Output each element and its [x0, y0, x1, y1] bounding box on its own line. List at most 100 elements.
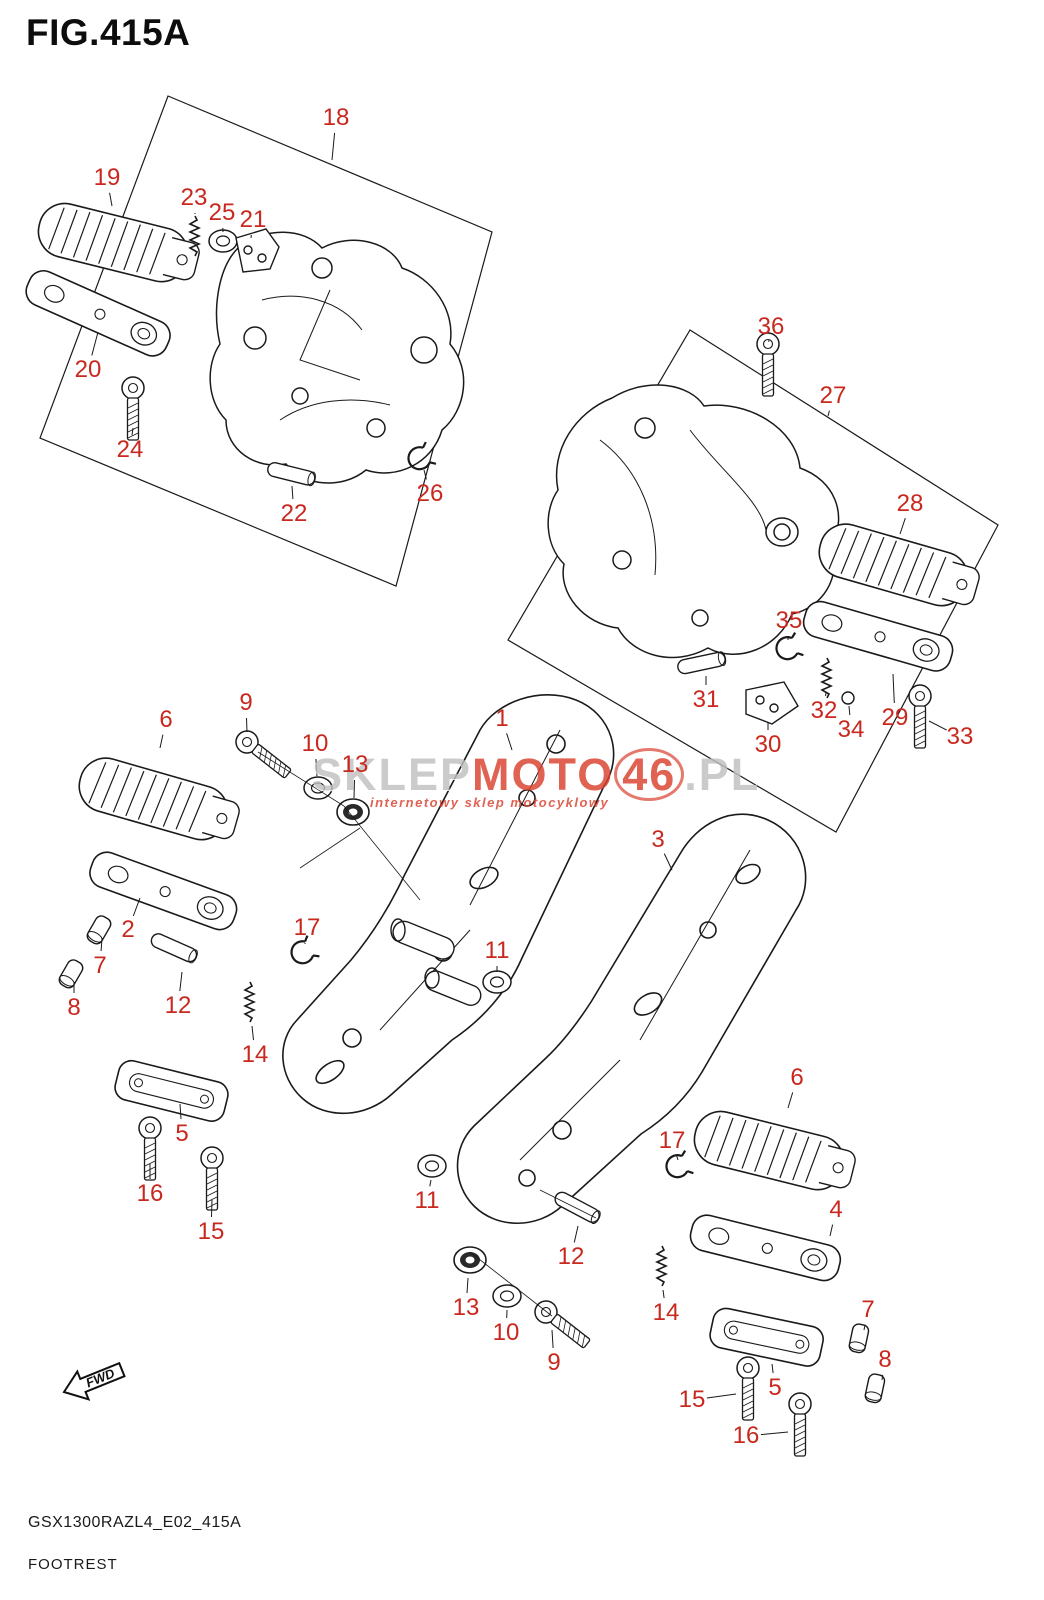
part-label-17: 17	[658, 1127, 686, 1154]
construction-lines	[257, 751, 597, 1317]
part-label-13: 13	[341, 751, 369, 778]
leader-line	[291, 485, 294, 500]
leader-line	[899, 518, 906, 535]
part-label-8: 8	[67, 994, 81, 1021]
part-18-bracket	[209, 231, 465, 484]
part-9-bolt	[230, 725, 296, 784]
part-label-12: 12	[164, 992, 192, 1019]
part-6-footpeg	[72, 751, 245, 850]
part-label-10: 10	[492, 1319, 520, 1346]
leader-line	[787, 1092, 794, 1109]
leader-line	[573, 1225, 579, 1243]
part-7-cushion	[847, 1322, 871, 1355]
part-13-bushing	[453, 1246, 487, 1274]
part-label-7: 7	[93, 952, 107, 979]
leader-line	[506, 733, 513, 751]
part-label-5: 5	[175, 1120, 189, 1147]
part-label-34: 34	[837, 716, 865, 743]
part-label-13: 13	[452, 1294, 480, 1321]
part-16-bolt	[788, 1392, 812, 1457]
part-label-18: 18	[322, 104, 350, 131]
part-15-bolt	[736, 1356, 760, 1421]
part-label-31: 31	[692, 686, 720, 713]
leader-line	[100, 937, 103, 952]
part-label-1: 1	[495, 705, 509, 732]
leader-line	[663, 853, 673, 871]
leader-line	[246, 717, 248, 733]
part-8-cushion	[56, 957, 86, 991]
part-label-11: 11	[484, 937, 510, 964]
part-label-35: 35	[775, 607, 803, 634]
part-label-17: 17	[293, 914, 321, 941]
leader-line	[829, 1224, 834, 1237]
part-29-footrest-bar	[799, 597, 957, 676]
part-label-15: 15	[197, 1218, 225, 1245]
part-label-16: 16	[732, 1422, 760, 1449]
part-label-19: 19	[93, 164, 121, 191]
leader-line	[132, 897, 141, 917]
figure-name: FOOTREST	[28, 1556, 118, 1573]
part-label-29: 29	[881, 704, 909, 731]
part-6-footpeg	[688, 1105, 860, 1199]
leader-line	[131, 427, 134, 436]
part-14-spring	[656, 1245, 667, 1287]
part-17-circlip	[661, 1149, 695, 1183]
leader-line	[706, 1393, 737, 1399]
part-4-footrest-bar	[686, 1211, 845, 1285]
leader-line	[662, 1289, 665, 1299]
part-11-washer	[482, 970, 512, 994]
leader-line	[848, 705, 851, 716]
part-25-washer	[208, 229, 238, 253]
part-label-28: 28	[896, 490, 924, 517]
part-label-27: 27	[819, 382, 847, 409]
leader-line	[771, 1363, 774, 1374]
leader-lines-layer	[73, 132, 947, 1436]
part-label-2: 2	[121, 916, 135, 943]
part-label-15: 15	[678, 1386, 706, 1413]
leader-line	[179, 1103, 182, 1120]
part-label-7: 7	[861, 1296, 875, 1323]
leader-line	[760, 1431, 789, 1436]
leader-line	[466, 1277, 469, 1294]
part-33-bolt	[908, 684, 932, 749]
part-label-23: 23	[180, 184, 208, 211]
leader-line	[109, 192, 113, 207]
leader-line	[91, 331, 99, 356]
leader-line	[211, 1199, 213, 1218]
part-label-33: 33	[946, 723, 974, 750]
part-3-heel-guard	[456, 813, 807, 1224]
part-label-5: 5	[768, 1374, 782, 1401]
leader-line	[881, 1374, 884, 1381]
part-label-30: 30	[754, 731, 782, 758]
part-30-plate	[745, 681, 799, 725]
part-label-11: 11	[414, 1187, 440, 1214]
part-32-spring	[821, 657, 832, 699]
part-label-25: 25	[208, 199, 236, 226]
part-5-plate	[706, 1305, 827, 1370]
part-label-14: 14	[652, 1299, 680, 1326]
part-label-10: 10	[301, 730, 329, 757]
leader-line	[331, 132, 336, 161]
part-27-bracket	[547, 384, 840, 659]
part-9-bolt	[529, 1295, 595, 1354]
part-36-bolt	[756, 332, 780, 397]
leader-line	[892, 673, 895, 704]
part-label-26: 26	[416, 480, 444, 507]
part-label-8: 8	[878, 1346, 892, 1373]
leader-line	[928, 720, 947, 731]
part-label-32: 32	[810, 697, 838, 724]
leader-line	[676, 1155, 679, 1161]
leader-line	[863, 1324, 866, 1331]
pivot-assembly	[390, 918, 482, 1006]
leader-line	[353, 779, 355, 799]
part-label-3: 3	[651, 826, 665, 853]
part-label-20: 20	[74, 356, 102, 383]
part-label-14: 14	[241, 1041, 269, 1068]
leader-line	[429, 1179, 432, 1187]
part-label-6: 6	[159, 706, 173, 733]
fwd-arrow: FWD	[62, 1361, 126, 1401]
part-label-24: 24	[116, 436, 144, 463]
part-label-4: 4	[829, 1196, 843, 1223]
leader-line	[159, 734, 164, 749]
